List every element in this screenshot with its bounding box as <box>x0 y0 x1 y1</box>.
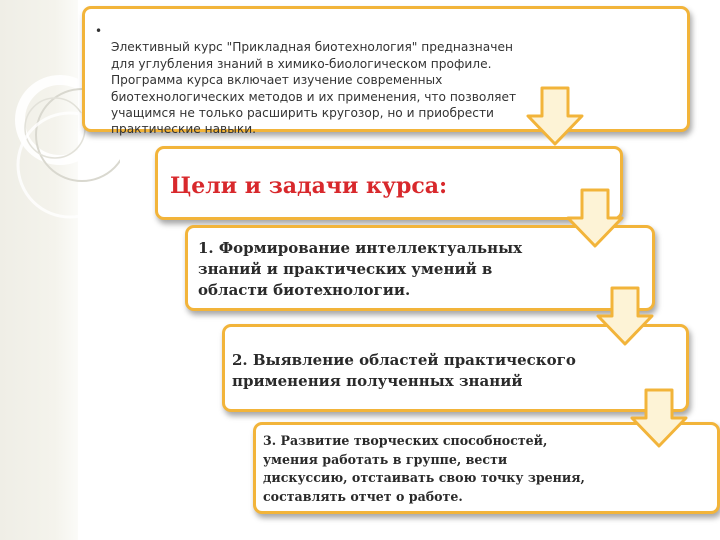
step-text-3: 3. Развитие творческих способностей, уме… <box>263 433 585 504</box>
step-text-2: 2. Выявление областей практического прим… <box>232 351 576 390</box>
intro-box: • Элективный курс "Прикладная биотехнолог… <box>82 6 690 136</box>
goals-title-box: Цели и задачи курса: <box>155 146 623 220</box>
intro-paragraph: • Элективный курс "Прикладная биотехнолог… <box>95 23 671 138</box>
down-arrow-icon <box>630 388 688 448</box>
step-text-1: 1. Формирование интеллектуальных знаний … <box>198 239 523 299</box>
down-arrow-icon <box>526 86 584 146</box>
step-box-2: 2. Выявление областей практического прим… <box>222 324 689 412</box>
bullet-marker: • <box>95 24 103 38</box>
down-arrow-icon <box>566 188 624 248</box>
step-box-1: 1. Формирование интеллектуальных знаний … <box>185 225 655 311</box>
step-box-3: 3. Развитие творческих способностей, уме… <box>253 422 720 514</box>
down-arrow-icon <box>596 286 654 346</box>
intro-text: Элективный курс "Прикладная биотехнологи… <box>111 40 517 137</box>
goals-title: Цели и задачи курса: <box>170 173 448 199</box>
